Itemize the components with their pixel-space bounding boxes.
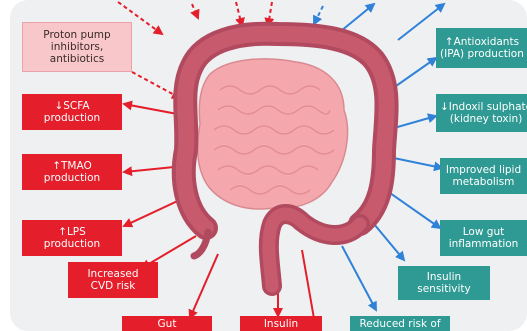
cvd-risk-box: Increased CVD risk bbox=[68, 262, 158, 298]
insulin-sensitivity-box: Insulin sensitivity bbox=[398, 266, 490, 300]
gut-box: Gut bbox=[122, 316, 212, 331]
antioxidants-box: ↑Antioxidants (IPA) production bbox=[436, 28, 527, 68]
lipid-box: Improved lipid metabolism bbox=[440, 158, 527, 194]
inflammation-box: Low gut inflammation bbox=[440, 220, 527, 256]
reduced-risk-box: Reduced risk of bbox=[350, 316, 450, 331]
lps-box: ↑LPS production bbox=[22, 220, 122, 256]
insulin-bottom-box: Insulin bbox=[240, 316, 322, 331]
scfa-box: ↓SCFA production bbox=[22, 94, 122, 130]
tmao-box: ↑TMAO production bbox=[22, 154, 122, 190]
proton-pump-box: Proton pump inhibitors, antibiotics bbox=[22, 22, 132, 72]
indoxil-box: ↓Indoxil sulphate (kidney toxin) bbox=[436, 94, 527, 132]
